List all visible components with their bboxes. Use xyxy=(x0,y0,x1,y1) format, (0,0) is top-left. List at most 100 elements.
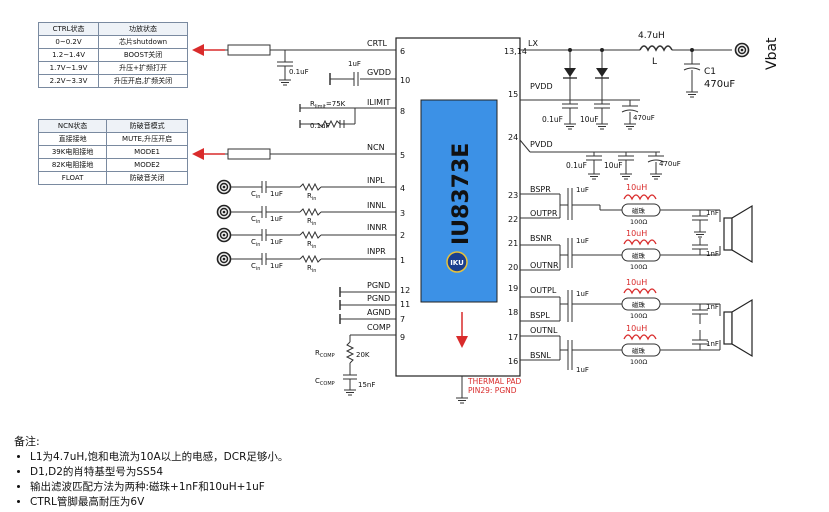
ground-icon xyxy=(649,173,663,180)
table-header-row: NCN状态 防破音模式 xyxy=(37,119,188,133)
inductor-icon xyxy=(623,194,657,201)
ground-icon xyxy=(587,173,601,180)
pin-bspr-num: 23 xyxy=(508,191,518,200)
rcomp-label: RCOMP xyxy=(315,349,335,359)
notes-title: 备注: xyxy=(14,435,40,448)
pin-comp-num: 9 xyxy=(400,333,405,342)
bead-l2: 磁珠 xyxy=(632,346,646,355)
table-cell: 升压开启,扩频关闭 xyxy=(98,74,188,88)
pin-pvdd-24-num: 24 xyxy=(508,133,518,142)
pin-outpr: OUTPR xyxy=(530,209,558,218)
c-pv2-label: 10uF xyxy=(580,115,599,124)
pin-lx-num: 13,14 xyxy=(504,47,527,56)
pin-inpr-num: 1 xyxy=(400,256,405,265)
inductor-icon xyxy=(623,288,657,295)
vbat-label: Vbat xyxy=(764,37,780,70)
notes-section: 备注: L1为4.7uH,饱和电流为10A以上的电感，DCR足够小。 D1,D2… xyxy=(14,434,288,510)
pin-pvdd-15: PVDD xyxy=(530,82,553,91)
inductor-icon xyxy=(623,334,657,341)
pin-ncn: NCN xyxy=(367,143,385,152)
table-header-row: CTRL状态 功放状态 xyxy=(37,22,188,36)
ccomp-label: CCOMP xyxy=(315,377,335,387)
bead-r1: 磁珠 xyxy=(632,206,646,215)
r-ilimit-label: Rlimit=75K xyxy=(310,100,346,110)
ground-icon xyxy=(693,231,707,238)
table-header-cell: 功放状态 xyxy=(98,22,188,36)
cin-val-4: 1uF xyxy=(270,262,283,270)
pin-comp: COMP xyxy=(367,323,391,332)
pin-bsnl-num: 16 xyxy=(508,357,518,366)
rin-label-4: Rin xyxy=(307,264,316,274)
cin-label-2: Cin xyxy=(251,215,260,225)
table-header-cell: CTRL状态 xyxy=(37,22,100,36)
pin-innl: INNL xyxy=(367,201,386,210)
bead-icon xyxy=(621,203,661,217)
l1-name: L xyxy=(652,57,657,67)
bead-r2: 磁珠 xyxy=(632,251,646,260)
iku-logo xyxy=(446,251,468,273)
ground-icon xyxy=(685,91,699,98)
bead-l1-ohm: 100Ω xyxy=(630,312,647,320)
note-item: CTRL管脚最高耐压为6V xyxy=(30,495,288,510)
pin-bsnr-num: 21 xyxy=(508,239,518,248)
pin-gvdd: GVDD xyxy=(367,68,391,77)
c-bspr-label: 1uF xyxy=(576,186,589,194)
pin-pvdd-15-num: 15 xyxy=(508,90,518,99)
notes-list: L1为4.7uH,饱和电流为10A以上的电感，DCR足够小。 D1,D2的肖特基… xyxy=(14,450,288,510)
c-out-r1: 1nF xyxy=(706,209,719,217)
ground-icon xyxy=(343,389,357,396)
pin-crtl-num: 6 xyxy=(400,47,405,56)
pin-innr: INNR xyxy=(367,223,387,232)
output-filter-components xyxy=(621,194,661,357)
bead-r1-ohm: 100Ω xyxy=(630,218,647,226)
audio-jack-icon xyxy=(216,227,232,243)
note-item: D1,D2的肖特基型号为SS54 xyxy=(30,465,288,480)
pin-pgnd-12-num: 12 xyxy=(400,286,410,295)
cin-label-4: Cin xyxy=(251,262,260,272)
vbat-jack-icon xyxy=(734,42,750,58)
thermal-pad-label: THERMAL PAD xyxy=(467,377,522,386)
pin-gvdd-num: 10 xyxy=(400,76,410,85)
pin-outnl: OUTNL xyxy=(530,326,558,335)
pin-agnd: AGND xyxy=(367,308,391,317)
pin-inpr: INPR xyxy=(367,247,386,256)
audio-jack-icon xyxy=(216,179,232,195)
ground-icon xyxy=(623,123,637,130)
pin-ilimit-num: 8 xyxy=(400,107,405,116)
pin-inpl-num: 4 xyxy=(400,184,405,193)
c-pv3-label: 470uF xyxy=(633,114,655,122)
c-pv4-label: 0.1uF xyxy=(566,161,587,170)
c-pv6-label: 470uF xyxy=(659,160,681,168)
note-item: 输出滤波匹配方法为两种:磁珠+1nF和10uH+1uF xyxy=(30,480,288,495)
cin-label-1: Cin xyxy=(251,190,260,200)
pin-bsnr: BSNR xyxy=(530,234,552,243)
pin-innl-num: 3 xyxy=(400,209,405,218)
cin-val-2: 1uF xyxy=(270,215,283,223)
pin-outpl-num: 19 xyxy=(508,284,518,293)
c-bsnr-label: 1uF xyxy=(576,237,589,245)
ncn-resistor xyxy=(227,148,271,160)
speaker-left-icon xyxy=(723,298,753,358)
ccomp-val: 15nF xyxy=(358,381,375,389)
c-out-r2: 1nF xyxy=(706,250,719,258)
cin-label-3: Cin xyxy=(251,238,260,248)
pin-outnr: OUTNR xyxy=(530,261,559,270)
pin-inpl: INPL xyxy=(367,176,385,185)
pin-pgnd-12: PGND xyxy=(367,281,390,290)
ground-icon xyxy=(563,123,577,130)
note-item: L1为4.7uH,饱和电流为10A以上的电感，DCR足够小。 xyxy=(30,450,288,465)
pin-ilimit: ILIMIT xyxy=(367,98,390,107)
table-cell: 2.2V~3.3V xyxy=(37,74,100,88)
c-bspl-label: 1uF xyxy=(576,290,589,298)
c-pv5-label: 10uF xyxy=(604,161,623,170)
ground-icon xyxy=(455,397,469,404)
pin-bspl-num: 18 xyxy=(508,308,518,317)
inductor-icon xyxy=(623,239,657,246)
rin-label-2: Rin xyxy=(307,217,316,227)
